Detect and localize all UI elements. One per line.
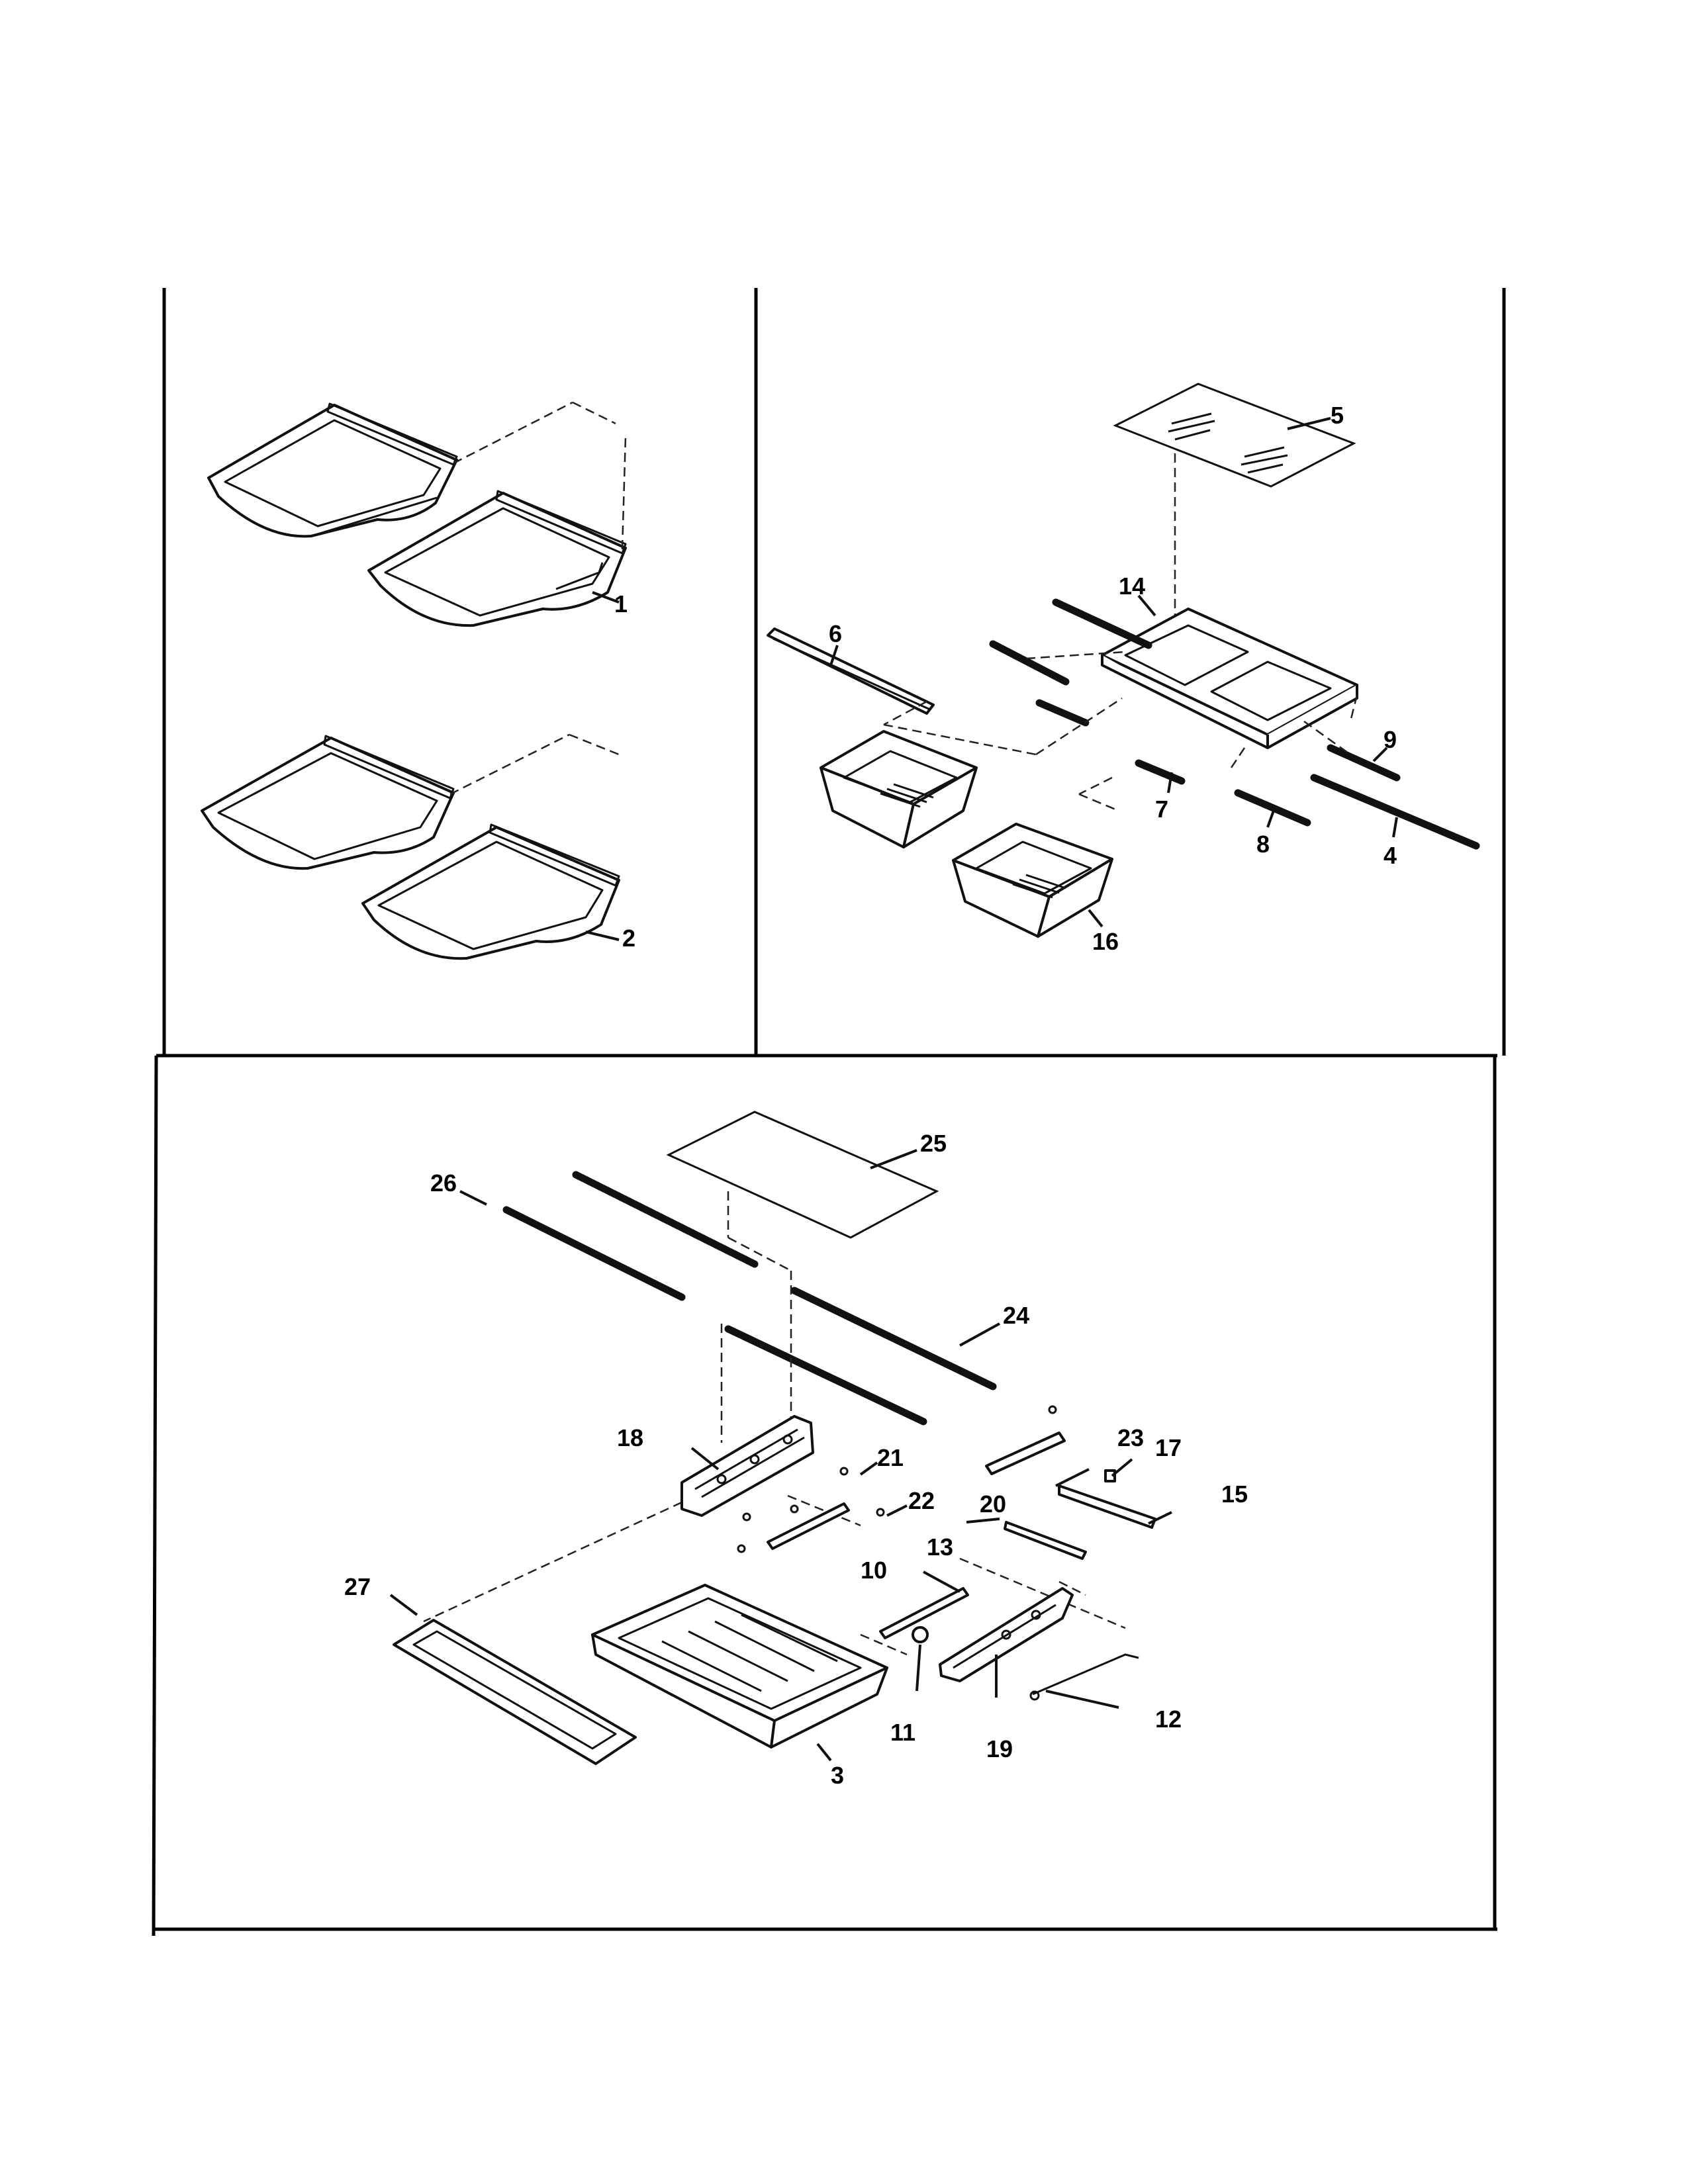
- deli-rods: [502, 1171, 997, 1426]
- callout-labels: 1 2 5 14 6 7 8 9 4 16 25 26 24 18 23 17 …: [344, 402, 1397, 1789]
- deli-drawer-3: [591, 1584, 888, 1749]
- shelf-assembly-2: [201, 733, 620, 960]
- callout-23: 23: [1117, 1424, 1144, 1451]
- crisper-rails: [767, 598, 1480, 850]
- callout-9: 9: [1383, 726, 1397, 753]
- crisper-dashes: [883, 651, 1358, 812]
- crisper-drawer-16: [952, 823, 1113, 938]
- callout-25: 25: [920, 1130, 947, 1157]
- callout-11: 11: [890, 1719, 915, 1746]
- callout-5: 5: [1331, 402, 1344, 429]
- callout-18: 18: [617, 1424, 643, 1451]
- callout-21: 21: [877, 1444, 904, 1471]
- callout-13: 13: [927, 1533, 953, 1561]
- callout-27: 27: [344, 1573, 371, 1600]
- callout-7: 7: [1155, 796, 1168, 823]
- deli-bracket-18: [680, 1415, 814, 1517]
- callout-4: 4: [1383, 842, 1397, 869]
- callout-19: 19: [986, 1735, 1013, 1762]
- callout-6: 6: [829, 620, 842, 647]
- callout-12: 12: [1155, 1706, 1182, 1733]
- deli-small-parts: [737, 1405, 1156, 1701]
- callout-1: 1: [614, 590, 628, 617]
- crisper-frame-14: [1101, 608, 1358, 749]
- crisper-drawer-left: [820, 730, 978, 848]
- callout-8: 8: [1256, 831, 1270, 858]
- deli-dashes: [423, 1191, 1126, 1656]
- deli-glass-25: [666, 1111, 939, 1239]
- callout-24: 24: [1003, 1302, 1029, 1329]
- callout-3: 3: [831, 1762, 844, 1789]
- callout-16: 16: [1092, 928, 1119, 955]
- callout-17: 17: [1155, 1434, 1182, 1461]
- callout-22: 22: [908, 1487, 935, 1514]
- shelf-assembly-1: [207, 401, 627, 627]
- deli-bracket-19: [939, 1587, 1074, 1682]
- leader-lines: [389, 417, 1398, 1762]
- panel-frame: [152, 288, 1506, 1936]
- callout-20: 20: [980, 1490, 1006, 1518]
- callout-14: 14: [1119, 572, 1145, 600]
- callout-26: 26: [430, 1169, 457, 1197]
- deli-cover-27: [393, 1619, 637, 1765]
- callout-15: 15: [1221, 1480, 1248, 1508]
- callout-10: 10: [861, 1557, 887, 1584]
- crisper-glass-5: [1113, 383, 1356, 488]
- callout-2: 2: [622, 925, 635, 952]
